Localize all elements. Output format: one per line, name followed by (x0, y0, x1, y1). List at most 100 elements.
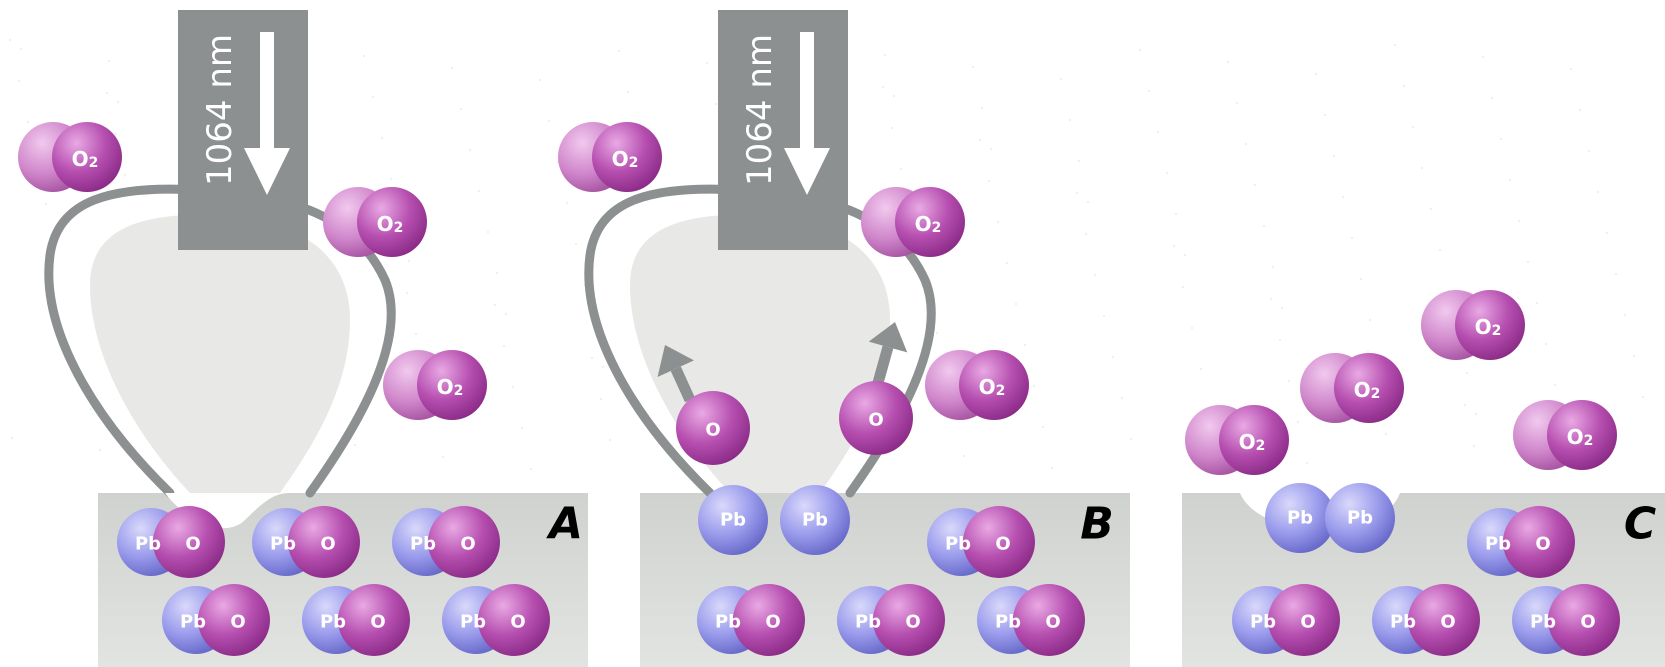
oxygen-label: O (995, 534, 1010, 555)
oxygen-atom (676, 391, 750, 465)
o2-label: O2 (612, 147, 639, 171)
texture-dot (1544, 342, 1548, 346)
o2-subscript: 2 (1584, 433, 1594, 449)
texture-dot (123, 173, 127, 177)
lead-atom-c2: Pb (1325, 483, 1395, 553)
texture-dot (899, 167, 903, 171)
texture-dot (1190, 326, 1194, 330)
lead-label: Pb (460, 612, 486, 633)
lead-label: Pb (1347, 508, 1373, 529)
oxygen-atom (839, 381, 913, 455)
texture-dot (1420, 166, 1424, 170)
o2-molecule-c4: O2 (1513, 400, 1617, 470)
texture-dot (405, 291, 409, 295)
texture-dot (1226, 60, 1230, 64)
texture-dot (892, 94, 896, 98)
texture-dot (371, 95, 375, 99)
texture-dot (1129, 437, 1133, 441)
texture-dot (565, 201, 569, 205)
o2-molecule-c2: O2 (1300, 353, 1404, 423)
texture-dot (17, 79, 21, 83)
panel-label-c: C (1624, 499, 1656, 550)
texture-dot (1632, 354, 1636, 358)
texture-dot (1111, 355, 1115, 359)
texture-dot (1093, 273, 1097, 277)
oxygen-atom (1548, 584, 1620, 656)
texture-dot (502, 344, 506, 348)
laser-arrow-head (244, 148, 290, 195)
oxygen-label: O (460, 534, 475, 555)
texture-dot (1014, 302, 1018, 306)
texture-dot (1393, 43, 1397, 47)
texture-dot (883, 53, 887, 57)
lead-atom-c1: Pb (1265, 483, 1335, 553)
texture-dot (1578, 108, 1582, 112)
oxygen-atom (959, 350, 1029, 420)
texture-dot (1350, 236, 1354, 240)
oxygen-atom (1268, 584, 1340, 656)
texture-dot (538, 78, 542, 82)
texture-dot (547, 119, 551, 123)
texture-dot (1499, 137, 1503, 141)
lead-label: Pb (1485, 534, 1511, 555)
oxygen-label: O (1300, 612, 1315, 633)
texture-dot (714, 102, 718, 106)
texture-dot (477, 189, 481, 193)
texture-dot (1253, 183, 1257, 187)
oxygen-atom (873, 584, 945, 656)
texture-dot (495, 271, 499, 275)
lead-label: Pb (270, 534, 296, 555)
texture-dot (44, 202, 48, 206)
texture-dot (1614, 272, 1618, 276)
texture-dot (1472, 444, 1476, 448)
texture-dot (1086, 200, 1090, 204)
texture-dot (601, 365, 605, 369)
lead-label: Pb (995, 612, 1021, 633)
ejection-arrow-head (657, 345, 694, 377)
oxygen-atom (198, 584, 270, 656)
oxygen-atom (1334, 353, 1404, 423)
texture-dot (414, 332, 418, 336)
texture-dot (1411, 125, 1415, 129)
texture-dot (1269, 297, 1273, 301)
panel-label-b: B (1080, 499, 1114, 550)
oxygen-label: O (370, 612, 385, 633)
lead-atom (1325, 483, 1395, 553)
texture-dot (1271, 265, 1275, 269)
oxygen-label: O (510, 612, 525, 633)
oxygen-atom (288, 506, 360, 578)
o2-molecule-a2: O2 (323, 187, 427, 257)
texture-dot (980, 106, 984, 110)
texture-dot (1102, 314, 1106, 318)
texture-dot (1366, 350, 1370, 354)
texture-dot (1280, 306, 1284, 310)
oxygen-label: O (1580, 612, 1595, 633)
texture-dot (1050, 466, 1054, 470)
oxygen-atom (52, 122, 122, 192)
texture-dot (1517, 219, 1521, 223)
o2-subscript: 2 (394, 220, 404, 236)
texture-dot (441, 455, 445, 459)
oxygen-atom (895, 187, 965, 257)
texture-dot (1077, 159, 1081, 163)
texture-dot (486, 230, 490, 234)
texture-dot (1569, 67, 1573, 71)
o2-subscript: 2 (1256, 438, 1266, 454)
ejection-arrow-head (868, 322, 908, 353)
texture-dot (1623, 313, 1627, 317)
o2-subscript: 2 (1371, 386, 1381, 402)
texture-dot (450, 66, 454, 70)
lead-label: Pb (180, 612, 206, 633)
lead-atom (698, 485, 768, 555)
texture-dot (459, 107, 463, 111)
texture-dot (935, 331, 939, 335)
texture-dot (1463, 403, 1467, 407)
texture-dot (1332, 154, 1336, 158)
texture-dot (1068, 118, 1072, 122)
texture-dot (705, 61, 709, 65)
texture-dot (1181, 285, 1185, 289)
lead-label: Pb (1287, 508, 1313, 529)
